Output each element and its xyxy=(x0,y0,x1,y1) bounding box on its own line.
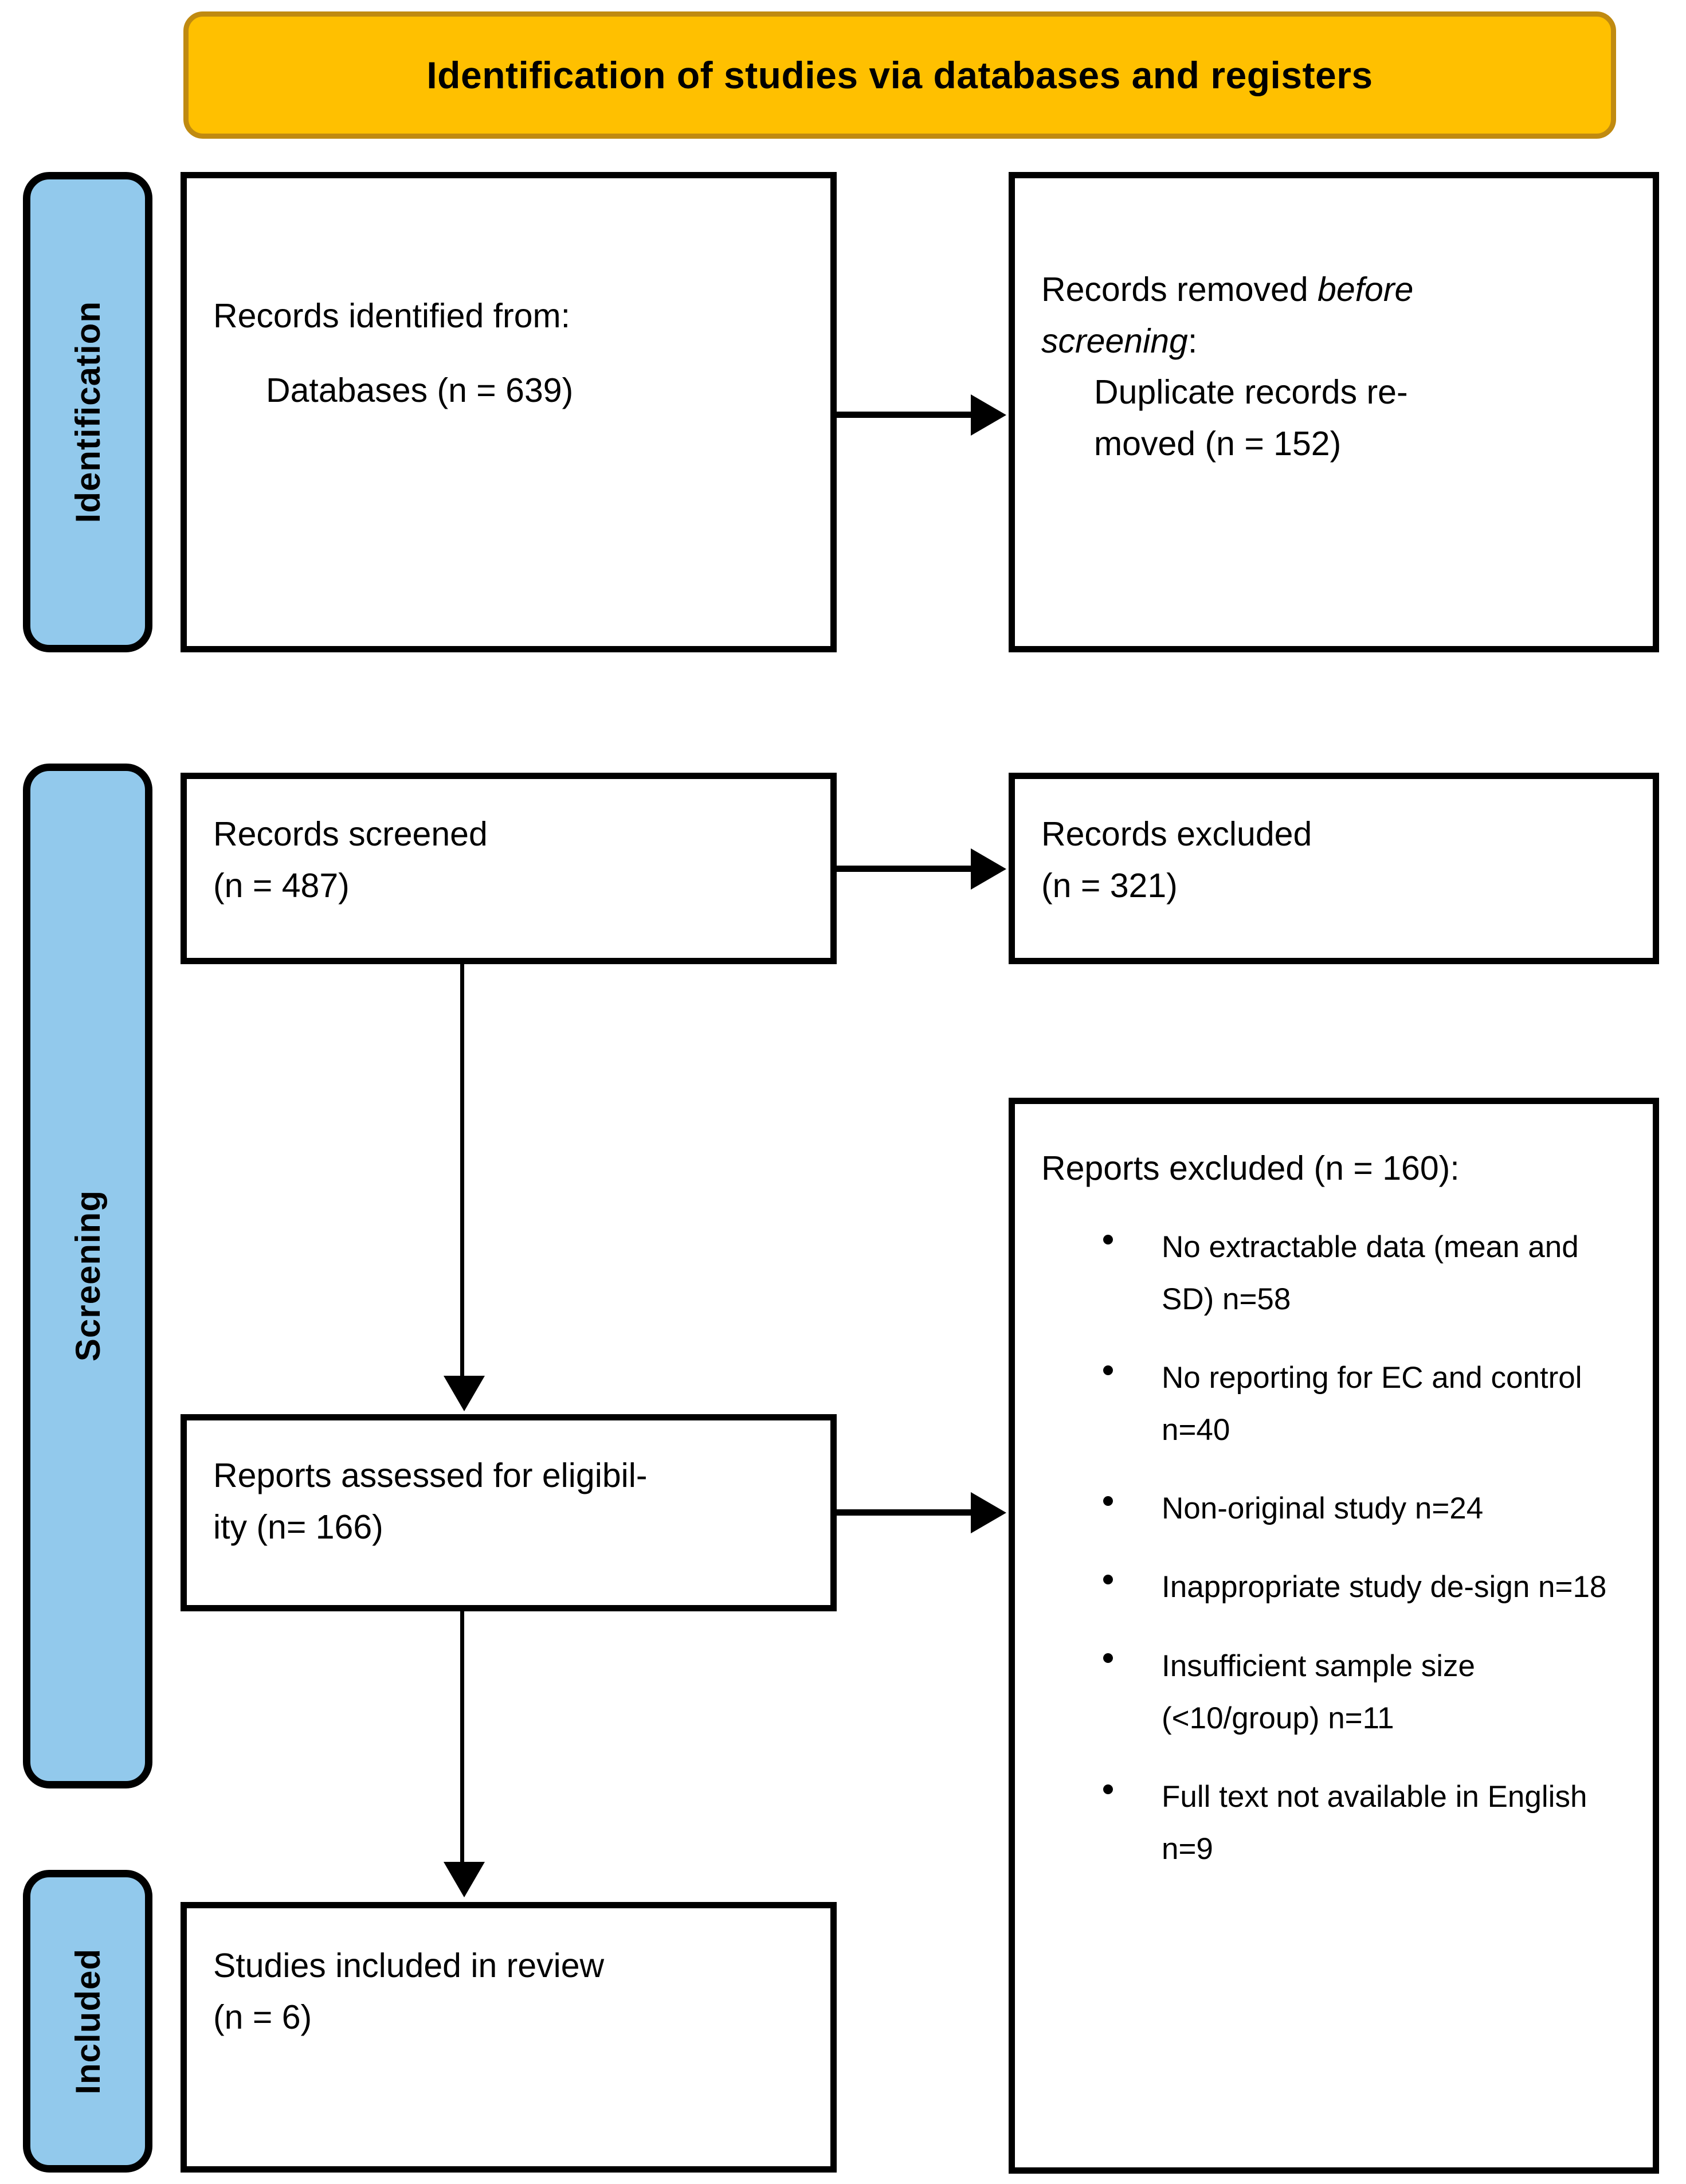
records-excluded-line-1: Records excluded xyxy=(1041,815,1312,853)
node-records-removed: Records removed before screening: Duplic… xyxy=(1009,172,1659,652)
list-item: No extractable data (mean and SD) n=58 xyxy=(1041,1221,1626,1325)
stage-label-included: Included xyxy=(23,1870,152,2173)
arrow-head-down-icon xyxy=(444,1862,485,1897)
arrow-head-right-icon xyxy=(971,848,1006,890)
records-removed-line-2a-italic: screening xyxy=(1041,322,1188,360)
stage-label-screening: Screening xyxy=(23,764,152,1788)
connector-screened-to-excluded xyxy=(837,866,974,872)
node-records-excluded: Records excluded (n = 321) xyxy=(1009,773,1659,964)
node-records-screened-text: Records screened (n = 487) xyxy=(187,809,830,911)
reason-text: Full text not available in English n=9 xyxy=(1162,1779,1587,1866)
list-item: Full text not available in English n=9 xyxy=(1041,1771,1626,1875)
node-reports-assessed-eligibility: Reports assessed for eligibil- ity (n= 1… xyxy=(181,1414,837,1611)
records-removed-line-3: Duplicate records re- xyxy=(1094,373,1408,412)
studies-included-line-1: Studies included in review xyxy=(213,1947,605,1985)
reason-text: No reporting for EC and control n=40 xyxy=(1162,1360,1582,1447)
reason-text: Insufficient sample size (<10/group) n=1… xyxy=(1162,1649,1475,1735)
records-excluded-line-2: (n = 321) xyxy=(1041,866,1178,905)
arrow-head-right-icon xyxy=(971,394,1006,436)
list-item: No reporting for EC and control n=40 xyxy=(1041,1352,1626,1456)
connector-screened-to-eligibility xyxy=(460,964,464,1380)
node-records-identified: Records identified from: Databases (n = … xyxy=(181,172,837,652)
connector-eligibility-to-reports-excluded xyxy=(837,1509,974,1516)
bullet-dot-icon xyxy=(1103,1496,1113,1506)
records-removed-line-1a: Records removed xyxy=(1041,271,1318,308)
bullet-dot-icon xyxy=(1103,1784,1113,1794)
records-screened-line-1: Records screened xyxy=(213,815,488,853)
reason-text: Inappropriate study de-sign n=18 xyxy=(1162,1570,1607,1604)
reason-text: No extractable data (mean and SD) n=58 xyxy=(1162,1230,1579,1316)
eligibility-line-2: ity (n= 166) xyxy=(213,1508,383,1546)
node-records-removed-text: Records removed before screening: Duplic… xyxy=(1015,264,1653,470)
spacer xyxy=(213,342,804,365)
stage-label-identification-text: Identification xyxy=(68,301,107,523)
node-studies-included: Studies included in review (n = 6) xyxy=(181,1902,837,2173)
banner-title: Identification of studies via databases … xyxy=(426,53,1373,96)
bullet-dot-icon xyxy=(1103,1575,1113,1585)
node-studies-included-text: Studies included in review (n = 6) xyxy=(187,1940,830,2043)
records-removed-line-1b-italic: before xyxy=(1318,271,1414,308)
records-removed-line-1: Records removed before xyxy=(1041,264,1626,316)
records-identified-line-1: Records identified from: xyxy=(213,297,571,335)
records-removed-line-4: moved (n = 152) xyxy=(1094,425,1342,463)
arrow-head-down-icon xyxy=(444,1376,485,1411)
arrow-head-right-icon xyxy=(971,1492,1006,1533)
bullet-dot-icon xyxy=(1103,1365,1113,1375)
node-records-screened: Records screened (n = 487) xyxy=(181,773,837,964)
stage-label-included-text: Included xyxy=(68,1948,107,2095)
node-reports-excluded: Reports excluded (n = 160): No extractab… xyxy=(1009,1098,1659,2174)
stage-label-identification: Identification xyxy=(23,172,152,652)
connector-identified-to-removed xyxy=(837,412,974,418)
records-screened-line-2: (n = 487) xyxy=(213,866,350,905)
reason-text: Non-original study n=24 xyxy=(1162,1492,1484,1526)
records-identified-line-2: Databases (n = 639) xyxy=(266,371,574,409)
node-reports-assessed-eligibility-text: Reports assessed for eligibil- ity (n= 1… xyxy=(187,1450,830,1553)
bullet-dot-icon xyxy=(1103,1234,1113,1244)
node-records-excluded-text: Records excluded (n = 321) xyxy=(1015,809,1653,911)
records-removed-line-2: screening: xyxy=(1041,316,1626,367)
records-removed-line-2b: : xyxy=(1187,322,1198,360)
bullet-dot-icon xyxy=(1103,1653,1113,1664)
reports-excluded-heading: Reports excluded (n = 160): xyxy=(1041,1149,1460,1187)
stage-label-screening-text: Screening xyxy=(68,1190,107,1362)
reports-excluded-reason-list: No extractable data (mean and SD) n=58 N… xyxy=(1041,1221,1626,1876)
connector-eligibility-to-included xyxy=(460,1611,464,1865)
list-item: Non-original study n=24 xyxy=(1041,1482,1626,1535)
node-records-identified-text: Records identified from: Databases (n = … xyxy=(187,291,830,416)
studies-included-line-2: (n = 6) xyxy=(213,1998,312,2036)
eligibility-line-1: Reports assessed for eligibil- xyxy=(213,1457,648,1494)
list-item: Insufficient sample size (<10/group) n=1… xyxy=(1041,1640,1626,1744)
list-item: Inappropriate study de-sign n=18 xyxy=(1041,1561,1626,1613)
node-reports-excluded-text: Reports excluded (n = 160): No extractab… xyxy=(1015,1143,1653,1875)
diagram-header-banner: Identification of studies via databases … xyxy=(183,11,1616,139)
